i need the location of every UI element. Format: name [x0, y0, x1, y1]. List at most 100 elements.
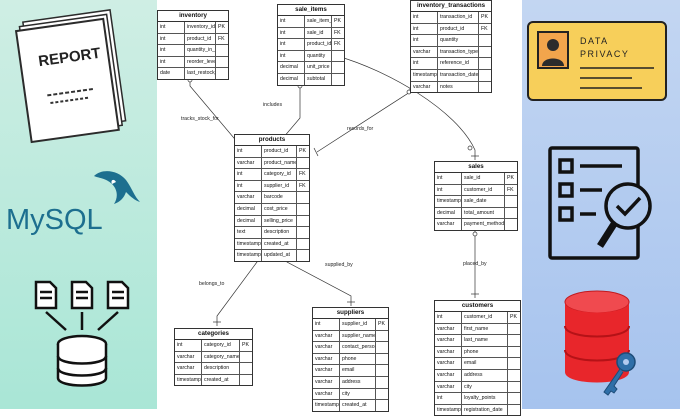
column-name: product_name: [262, 157, 297, 169]
column-type: timestamp: [235, 250, 262, 261]
column-name: quantity: [438, 35, 479, 46]
column-type: int: [278, 27, 305, 39]
column-key: [508, 405, 520, 416]
column-key: [479, 47, 491, 58]
column-type: varchar: [313, 388, 340, 400]
column-key: FK: [334, 41, 341, 48]
column-key: [332, 74, 344, 85]
column-key: [479, 35, 491, 46]
column-key: [216, 57, 228, 68]
column-key: [508, 335, 520, 346]
column-key: [508, 382, 520, 393]
column-name: registration_date: [462, 404, 508, 416]
column-type: varchar: [435, 381, 462, 393]
column-key: [376, 400, 388, 411]
column-key: PK: [242, 342, 249, 348]
column-type: int: [411, 35, 438, 46]
column-name: transaction_date: [438, 69, 479, 81]
column-name: supplier_id: [340, 319, 376, 330]
column-name: sale_id: [462, 173, 505, 184]
files-to-database-icon: [34, 280, 130, 387]
column-type: int: [435, 184, 462, 196]
column-name: product_id: [262, 146, 297, 157]
column-key: [376, 331, 388, 342]
column-type: varchar: [313, 365, 340, 376]
column-name: loyalty_points: [462, 393, 508, 404]
column-type: int: [158, 45, 185, 56]
column-name: first_name: [462, 323, 508, 335]
column-type: varchar: [435, 335, 462, 346]
column-key: [505, 196, 517, 207]
column-key: [216, 68, 228, 79]
column-type: int: [278, 39, 305, 50]
table-title: inventory_transactions: [411, 1, 491, 12]
column-key: FK: [218, 35, 225, 42]
column-name: city: [340, 388, 376, 400]
column-type: text: [235, 227, 262, 238]
column-name: created_at: [262, 238, 297, 250]
column-name: sale_date: [462, 196, 505, 207]
column-name: contact_person: [340, 342, 376, 353]
column-type: varchar: [235, 157, 262, 169]
column-type: timestamp: [175, 374, 202, 386]
column-name: product_id: [438, 23, 479, 35]
column-key: [376, 365, 388, 376]
column-type: int: [435, 312, 462, 323]
column-key: [505, 219, 517, 230]
column-type: timestamp: [435, 404, 462, 416]
column-key: [376, 377, 388, 388]
column-key: PK: [481, 14, 488, 20]
column-type: date: [158, 68, 185, 79]
red-database-key-icon: [564, 290, 636, 396]
column-type: int: [235, 169, 262, 180]
column-key: [376, 389, 388, 400]
column-type: timestamp: [435, 196, 462, 207]
column-type: decimal: [278, 73, 305, 85]
column-name: phone: [340, 353, 376, 365]
column-type: int: [158, 56, 185, 68]
mysql-label: MySQL: [6, 204, 103, 236]
column-name: quantity: [305, 50, 332, 62]
column-key: [479, 70, 491, 81]
table-title: suppliers: [313, 308, 388, 319]
column-type: varchar: [313, 353, 340, 365]
column-key: FK: [481, 25, 488, 32]
column-name: description: [202, 363, 240, 374]
column-name: address: [340, 376, 376, 388]
column-key: PK: [299, 148, 306, 154]
column-type: decimal: [435, 207, 462, 219]
column-name: address: [462, 369, 508, 381]
column-key: [505, 208, 517, 219]
column-name: created_at: [340, 400, 376, 411]
column-key: FK: [299, 171, 306, 178]
table-title: categories: [175, 329, 252, 340]
column-key: [508, 358, 520, 369]
column-type: varchar: [175, 351, 202, 363]
column-key: FK: [299, 182, 306, 189]
rel-label-records-for: records_for: [347, 126, 374, 132]
